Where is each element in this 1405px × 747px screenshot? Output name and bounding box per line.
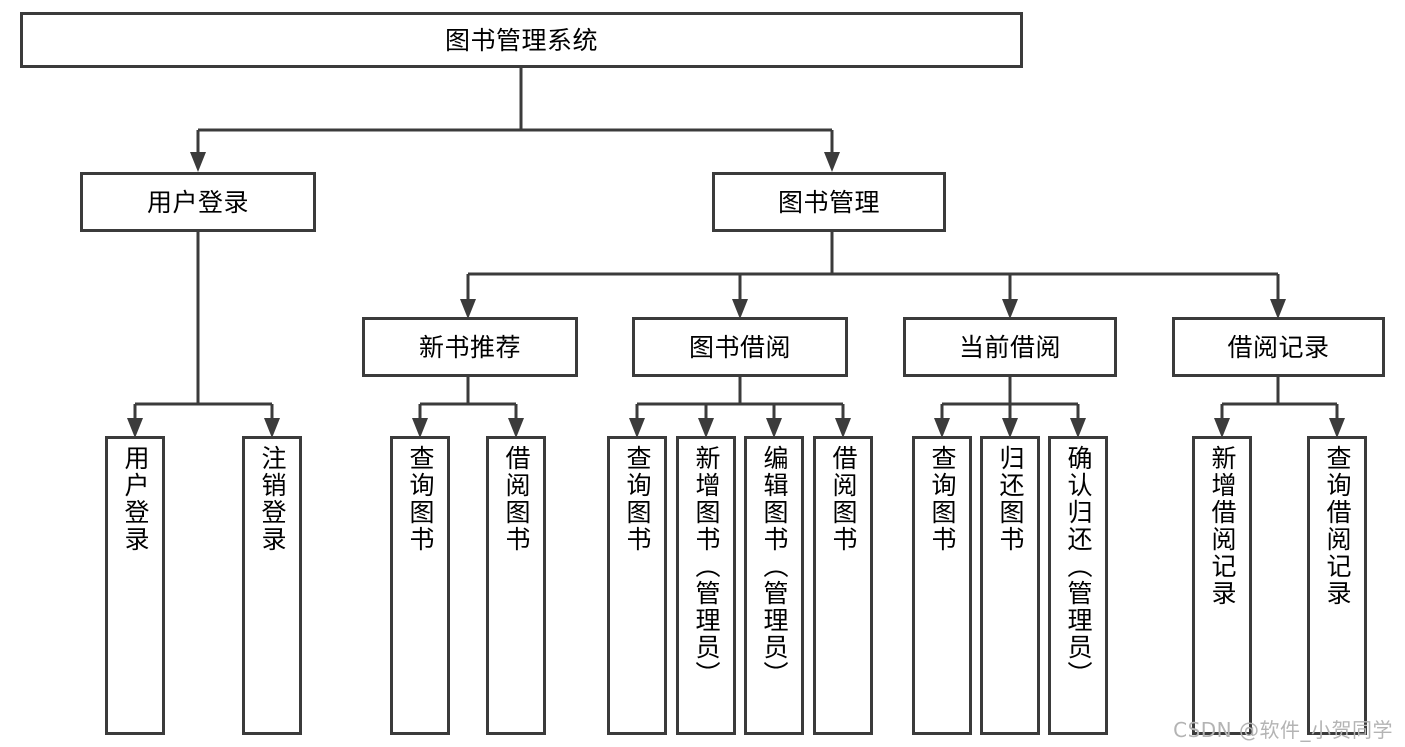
node-leaf-user-login[interactable]: 用户登录 [105,436,165,735]
node-label: 用户登录 [146,187,249,217]
node-leaf-borrow-book-2[interactable]: 借阅图书 [813,436,873,735]
node-label: 图书借阅 [688,332,791,362]
node-label: 借阅图书 [829,445,858,553]
node-leaf-add-record[interactable]: 新增借阅记录 [1192,436,1252,735]
node-leaf-query-book-3[interactable]: 查询图书 [912,436,972,735]
node-label: 新增借阅记录 [1208,445,1237,607]
node-label: 编辑图书（管理员） [760,445,789,688]
arrow-book-manage [824,152,840,172]
arrow-book-borrow [732,299,748,319]
arrow-leaf-return-book [1002,418,1018,438]
node-label: 查询图书 [623,445,652,553]
arrow-leaf-add-book [698,418,714,438]
node-label: 新书推荐 [418,332,521,362]
arrow-leaf-add-record [1214,418,1230,438]
arrow-leaf-borrow-book-2 [835,418,851,438]
arrow-leaf-edit-book [766,418,782,438]
node-label: 查询图书 [406,445,435,553]
node-leaf-query-book-2[interactable]: 查询图书 [607,436,667,735]
node-book-borrow[interactable]: 图书借阅 [632,317,848,377]
node-leaf-query-record[interactable]: 查询借阅记录 [1307,436,1367,735]
arrow-leaf-user-logout [264,418,280,438]
node-label: 用户登录 [121,445,150,553]
arrow-leaf-borrow-book-1 [508,418,524,438]
arrow-leaf-query-book-2 [629,418,645,438]
node-leaf-borrow-book-1[interactable]: 借阅图书 [486,436,546,735]
node-leaf-return-book[interactable]: 归还图书 [980,436,1040,735]
node-label: 新增图书（管理员） [692,445,721,688]
node-borrow-record[interactable]: 借阅记录 [1172,317,1385,377]
node-label: 当前借阅 [958,332,1061,362]
node-leaf-confirm-return[interactable]: 确认归还（管理员） [1048,436,1108,735]
node-label: 查询图书 [928,445,957,553]
node-leaf-edit-book[interactable]: 编辑图书（管理员） [744,436,804,735]
arrow-leaf-query-record [1329,418,1345,438]
arrow-borrow-record [1270,299,1286,319]
node-leaf-add-book[interactable]: 新增图书（管理员） [676,436,736,735]
arrow-user-login [190,152,206,172]
node-label: 查询借阅记录 [1323,445,1352,607]
node-root-system[interactable]: 图书管理系统 [20,12,1023,68]
node-book-manage[interactable]: 图书管理 [712,172,946,232]
arrow-new-book-recommend [460,299,476,319]
node-label: 图书管理系统 [444,25,598,55]
node-label: 借阅图书 [502,445,531,553]
node-leaf-user-logout[interactable]: 注销登录 [242,436,302,735]
node-user-login[interactable]: 用户登录 [80,172,316,232]
node-label: 确认归还（管理员） [1064,445,1093,688]
node-label: 图书管理 [777,187,880,217]
arrow-current-borrow [1002,299,1018,319]
node-current-borrow[interactable]: 当前借阅 [903,317,1117,377]
node-label: 借阅记录 [1227,332,1330,362]
node-label: 归还图书 [996,445,1025,553]
node-new-book-recommend[interactable]: 新书推荐 [362,317,578,377]
node-leaf-query-book-1[interactable]: 查询图书 [390,436,450,735]
node-label: 注销登录 [258,445,287,553]
csdn-watermark: CSDN @软件_小贺同学 [1173,718,1393,742]
arrow-leaf-user-login [127,418,143,438]
arrow-leaf-query-book-1 [412,418,428,438]
arrow-leaf-query-book-3 [934,418,950,438]
arrow-leaf-confirm-return [1070,418,1086,438]
